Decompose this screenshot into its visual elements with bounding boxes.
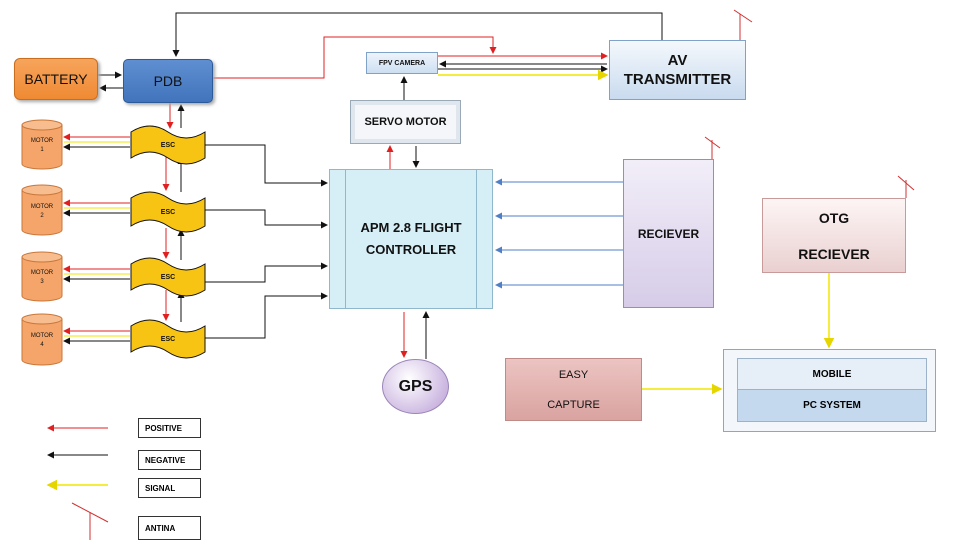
av-transmitter-line-2: TRANSMITTER bbox=[623, 71, 732, 88]
flight-controller-divider-left bbox=[345, 169, 346, 309]
esc-3: ESC bbox=[160, 273, 176, 281]
flight-controller-line-2: CONTROLLER bbox=[365, 242, 457, 257]
fpv-camera-node: FPV CAMERA bbox=[366, 52, 438, 74]
wire-av-to-pdb bbox=[172, 12, 663, 57]
wire-pdb-power-av bbox=[213, 36, 497, 79]
flight-controller-node: APM 2.8 FLIGHT CONTROLLER bbox=[329, 169, 493, 309]
easy-capture-line-1: EASY bbox=[558, 368, 589, 381]
pdb-node: PDB bbox=[123, 59, 213, 103]
pc-system-label: PC SYSTEM bbox=[737, 389, 927, 422]
esc-4: ESC bbox=[160, 335, 176, 343]
esc-shapes bbox=[130, 125, 206, 359]
motor-wires bbox=[63, 133, 130, 345]
mobile-label: MOBILE bbox=[737, 358, 927, 390]
motor-shapes bbox=[21, 119, 63, 366]
otg-receiver-node: OTG RECIEVER bbox=[762, 198, 906, 273]
easy-capture-node: EASY CAPTURE bbox=[505, 358, 642, 421]
av-transmitter-node: AV TRANSMITTER bbox=[609, 40, 746, 100]
battery-node: BATTERY bbox=[14, 58, 98, 100]
esc-2: ESC bbox=[160, 208, 176, 216]
receiver-node: RECIEVER bbox=[623, 159, 714, 308]
av-transmitter-line-1: AV bbox=[667, 52, 688, 69]
legend-antenna: ANTINA bbox=[138, 516, 201, 540]
otg-receiver-line-1: OTG bbox=[818, 209, 850, 226]
esc-1: ESC bbox=[160, 141, 176, 149]
easy-capture-line-2: CAPTURE bbox=[547, 398, 600, 411]
servo-motor-node: SERVO MOTOR bbox=[350, 100, 461, 144]
legend-signal: SIGNAL bbox=[138, 478, 201, 498]
otg-receiver-line-2: RECIEVER bbox=[798, 245, 870, 262]
flight-controller-divider-right bbox=[476, 169, 477, 309]
legend-positive: POSITIVE bbox=[138, 418, 201, 438]
gps-node: GPS bbox=[382, 359, 449, 414]
legend-negative: NEGATIVE bbox=[138, 450, 201, 470]
flight-controller-line-1: APM 2.8 FLIGHT bbox=[360, 220, 462, 235]
